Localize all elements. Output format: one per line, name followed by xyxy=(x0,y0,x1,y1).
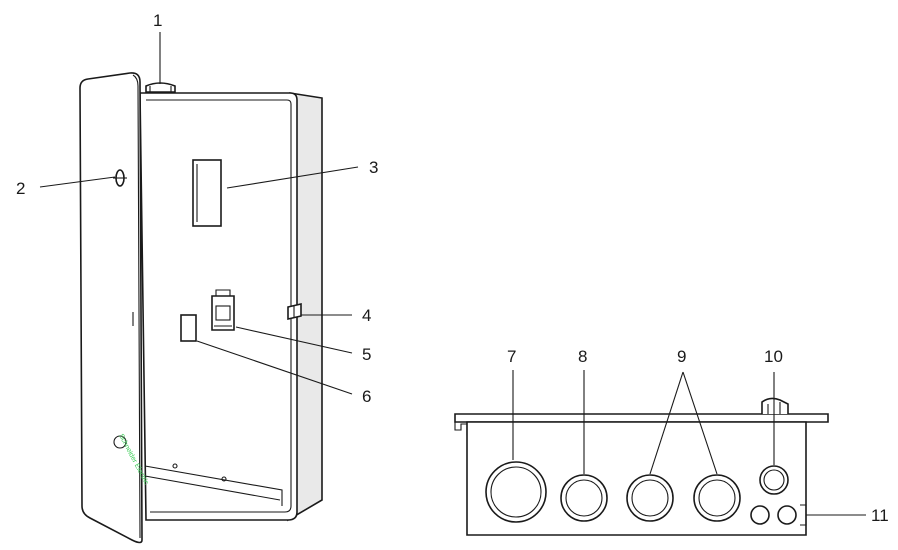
callout-8: 8 xyxy=(578,347,587,366)
callout-1: 1 xyxy=(153,11,162,30)
callout-6: 6 xyxy=(362,387,371,406)
callout-10: 10 xyxy=(764,347,783,366)
cable-entry-8 xyxy=(560,474,608,522)
hinge xyxy=(287,302,302,321)
cable-entry-9b xyxy=(693,474,741,522)
callout-11: 11 xyxy=(871,506,889,525)
card-reader xyxy=(211,289,235,331)
cable-entry-9a xyxy=(626,474,674,522)
callout-2: 2 xyxy=(16,179,25,198)
callout-9: 9 xyxy=(677,347,686,366)
enclosure-bottom-view xyxy=(454,397,829,536)
callout-5: 5 xyxy=(362,345,371,364)
leader-lines-right xyxy=(512,370,866,526)
callout-7: 7 xyxy=(507,347,516,366)
leader-lines-left xyxy=(39,32,359,395)
display-window xyxy=(192,159,222,227)
callout-4: 4 xyxy=(362,306,371,325)
cable-entry-11 xyxy=(750,505,797,525)
cable-entry-10 xyxy=(759,465,789,495)
enclosure-open-view: Schneider Electric xyxy=(79,72,323,544)
callout-3: 3 xyxy=(369,158,378,177)
open-door: Schneider Electric xyxy=(79,72,150,544)
label-plate xyxy=(180,314,197,342)
bottom-hinge xyxy=(761,397,789,414)
top-cable-gland xyxy=(145,82,176,93)
cable-entry-7 xyxy=(485,461,547,523)
door-lock-icon xyxy=(113,169,127,187)
